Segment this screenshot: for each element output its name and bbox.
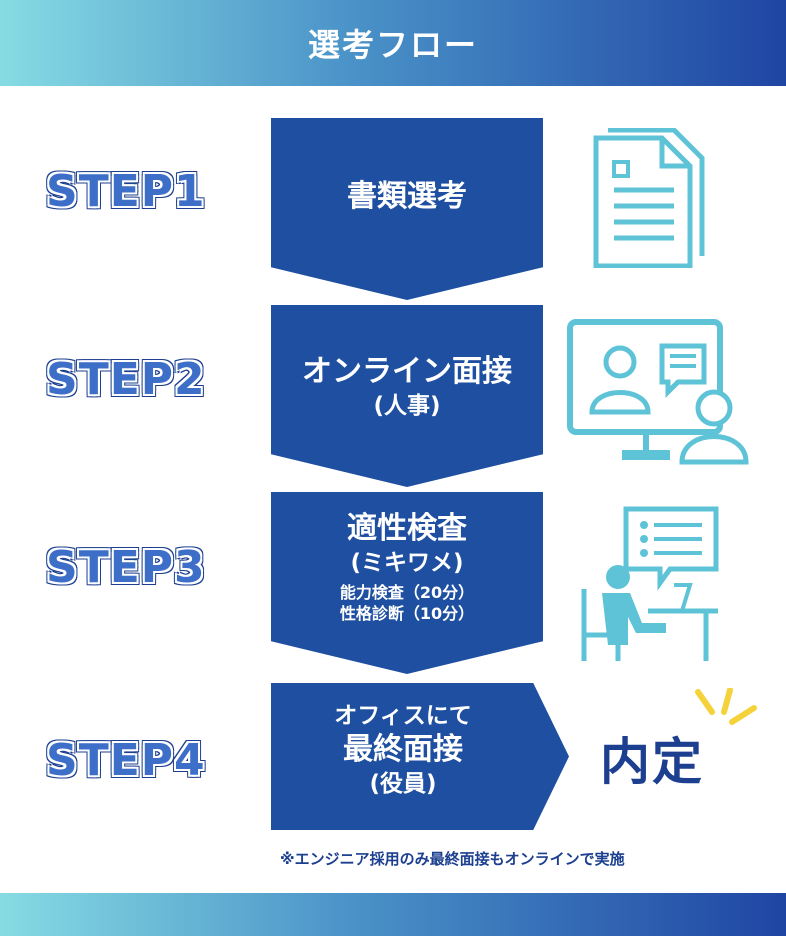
step3-label: STEP3 — [46, 542, 206, 593]
step4-title: 最終面接 — [343, 732, 463, 767]
result-label: 内定 — [600, 733, 704, 791]
header-banner: 選考フロー — [0, 0, 786, 86]
step2-title: オンライン面接 — [302, 354, 512, 389]
step1-title: 書類選考 — [347, 179, 467, 214]
page-title: 選考フロー — [307, 26, 478, 64]
step2-box: オンライン面接 (人事) — [271, 305, 543, 487]
online-interview-icon — [567, 319, 749, 465]
person-at-laptop-icon — [581, 506, 719, 661]
step3-box: 適性検査 (ミキワメ) 能力検査（20分） 性格診断（10分） — [271, 492, 543, 674]
step3-detail-1: 能力検査（20分） — [339, 583, 475, 602]
step3-detail-2: 性格診断（10分） — [339, 604, 475, 623]
step4-box: オフィスにて 最終面接 (役員) — [271, 683, 569, 830]
footer-banner — [0, 893, 786, 936]
document-icon — [593, 128, 705, 268]
step2-label: STEP2 — [46, 354, 206, 405]
step1-box: 書類選考 — [271, 118, 543, 300]
step1-label: STEP1 — [46, 166, 206, 217]
step3-title: 適性検査 — [347, 511, 467, 546]
footnote: ※エンジニア採用のみ最終面接もオンラインで実施 — [280, 850, 625, 868]
step2-subtitle: (人事) — [373, 393, 441, 419]
step4-subtitle: (役員) — [369, 771, 437, 797]
step4-pre: オフィスにて — [334, 703, 472, 729]
step3-subtitle: (ミキワメ) — [350, 550, 464, 576]
step4-label: STEP4 — [46, 735, 206, 786]
burst-icon — [695, 688, 757, 725]
